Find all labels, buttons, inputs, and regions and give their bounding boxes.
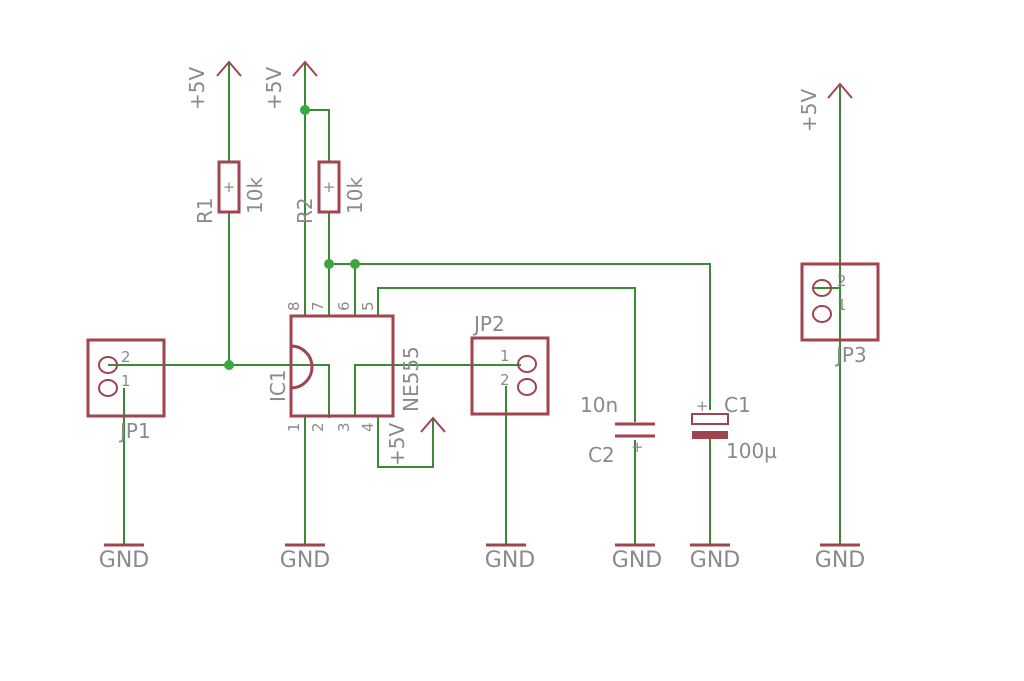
ic-pin-label: 4 bbox=[359, 422, 377, 432]
wire-supply-r2 bbox=[305, 109, 330, 162]
connector-pin-icon bbox=[812, 279, 832, 297]
resistor-value: 10k bbox=[243, 177, 267, 214]
ground-label: GND bbox=[280, 548, 330, 573]
supply-label: +5V bbox=[385, 423, 409, 466]
connector-name: JP3 bbox=[834, 343, 867, 367]
ground-label: GND bbox=[485, 548, 535, 573]
connector-pin-label: 1 bbox=[500, 347, 510, 365]
connector-body bbox=[800, 262, 880, 342]
wire-node-c1 bbox=[329, 263, 711, 410]
wire-pin4-supply bbox=[377, 416, 434, 468]
ic-notch bbox=[290, 344, 314, 390]
junction-dot bbox=[224, 360, 234, 370]
capacitor-value: 10n bbox=[580, 393, 618, 417]
resistor-r1: + R1 10k bbox=[193, 160, 267, 224]
resistor-body bbox=[317, 160, 341, 214]
ic-pin-label: 6 bbox=[335, 301, 353, 311]
ic-pin-label: 2 bbox=[309, 422, 327, 432]
resistor-name: R1 bbox=[193, 197, 217, 224]
ic-value: NE555 bbox=[399, 346, 423, 412]
resistor-polarity: + bbox=[223, 178, 236, 196]
connector-pin-label: 1 bbox=[837, 296, 847, 314]
ic-pin-numbers: 8 7 6 5 1 2 3 4 bbox=[285, 301, 377, 432]
ground-label: GND bbox=[612, 548, 662, 573]
ground-jp2: GND bbox=[485, 543, 535, 573]
junction-dot bbox=[300, 105, 310, 115]
connector-body bbox=[470, 336, 550, 416]
wires bbox=[108, 62, 841, 545]
capacitor-c1: + C1 100µ bbox=[691, 393, 777, 463]
ic-body bbox=[289, 314, 395, 418]
junction-dot bbox=[350, 259, 360, 269]
supply-label: +5V bbox=[185, 67, 209, 110]
ground-c2: GND bbox=[612, 543, 662, 573]
supply-label: +5V bbox=[797, 89, 821, 132]
connector-pin-label: 1 bbox=[121, 372, 131, 390]
supply-r1: +5V bbox=[185, 60, 242, 110]
ground-c1: GND bbox=[690, 543, 740, 573]
ic-pin-label: 5 bbox=[359, 301, 377, 311]
ground-jp1: GND bbox=[99, 543, 149, 573]
connector-pin-icon bbox=[517, 378, 537, 396]
capacitor-value: 100µ bbox=[726, 439, 777, 463]
supply-arrow-icon bbox=[216, 60, 242, 77]
wire-pin3-jp2 bbox=[354, 364, 521, 416]
connector-body bbox=[86, 338, 166, 418]
connector-pin-icon bbox=[98, 356, 118, 374]
connector-pin-label: 2 bbox=[121, 348, 131, 366]
connector-jp3: 2 1 JP3 bbox=[800, 262, 880, 367]
supply-jp3: +5V bbox=[797, 82, 853, 132]
ground-label: GND bbox=[815, 548, 865, 573]
supply-arrow-icon bbox=[420, 416, 446, 433]
connector-name: JP1 bbox=[118, 419, 151, 443]
capacitor-polarity: + bbox=[696, 397, 709, 415]
capacitor-name: C1 bbox=[724, 393, 751, 417]
resistor-name: R2 bbox=[293, 197, 317, 224]
resistor-polarity: + bbox=[323, 178, 336, 196]
supply-label: +5V bbox=[262, 67, 286, 110]
resistor-r2: + R2 10k bbox=[293, 160, 367, 224]
supply-r2: +5V bbox=[262, 60, 318, 110]
resistor-body bbox=[217, 160, 241, 214]
capacitor-c2: + 10n C2 bbox=[580, 393, 655, 467]
supply-symbols: +5V +5V +5V +5V bbox=[185, 60, 853, 466]
ground-label: GND bbox=[690, 548, 740, 573]
ic-name: IC1 bbox=[266, 369, 290, 402]
resistor-value: 10k bbox=[343, 177, 367, 214]
capacitor-plate bbox=[691, 413, 729, 425]
ic-pin-label: 7 bbox=[309, 301, 327, 311]
ground-jp3: GND bbox=[815, 543, 865, 573]
connector-pin-label: 2 bbox=[837, 272, 847, 290]
ground-label: GND bbox=[99, 548, 149, 573]
junctions bbox=[224, 105, 360, 370]
connector-pin-icon bbox=[98, 379, 118, 397]
supply-pin4: +5V bbox=[385, 416, 446, 466]
wire-pin5-c2 bbox=[377, 287, 636, 422]
capacitor-name: C2 bbox=[588, 443, 615, 467]
ic-pin-label: 8 bbox=[285, 301, 303, 311]
capacitor-polarity: + bbox=[631, 438, 644, 456]
connector-pin-icon bbox=[517, 355, 537, 373]
wire-jp1-pin2-trigger bbox=[108, 364, 330, 418]
connector-jp1: 2 1 JP1 bbox=[86, 338, 166, 443]
ground-ic: GND bbox=[280, 543, 330, 573]
connector-pin-icon bbox=[812, 305, 832, 323]
junction-dot bbox=[324, 259, 334, 269]
connector-pin-label: 2 bbox=[500, 371, 510, 389]
ground-symbols: GND GND GND GND GND GND bbox=[99, 543, 865, 573]
ic-pin-label: 3 bbox=[335, 422, 353, 432]
connector-name: JP2 bbox=[472, 312, 505, 336]
supply-arrow-icon bbox=[292, 60, 318, 77]
ic-pin-label: 1 bbox=[285, 422, 303, 432]
supply-arrow-icon bbox=[827, 82, 853, 99]
ic-ne555: 8 7 6 5 1 2 3 4 IC1 NE555 bbox=[266, 301, 423, 432]
connector-jp2: 1 2 JP2 bbox=[470, 312, 550, 416]
capacitor-plate-filled bbox=[692, 431, 728, 439]
